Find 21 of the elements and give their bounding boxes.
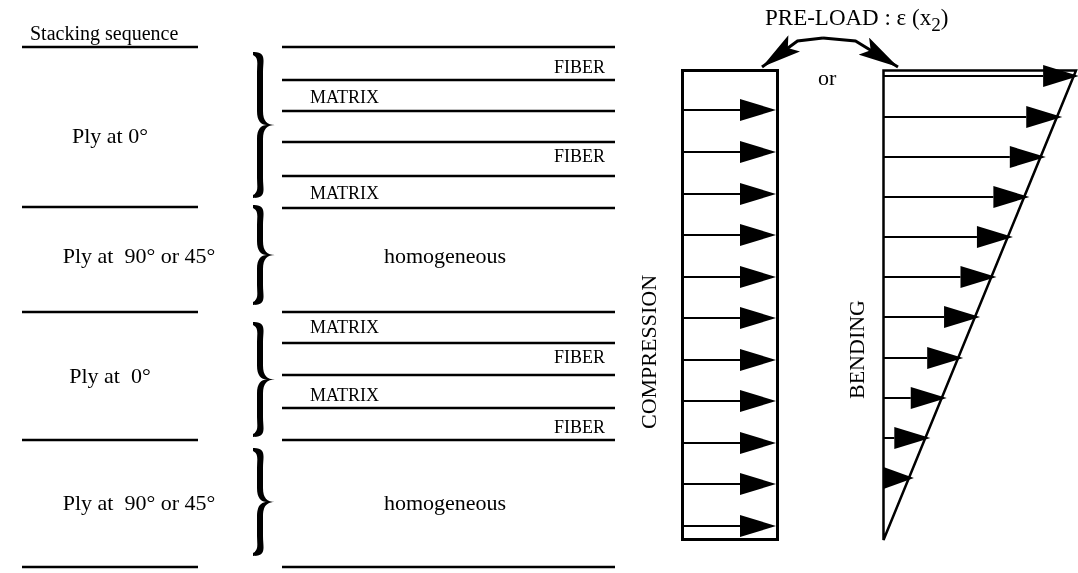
text-label: Ply at 0°: [69, 364, 151, 389]
text-label: FIBER: [554, 58, 605, 78]
text-label: Ply at 90° or 45°: [62, 491, 216, 516]
text-label: Stacking sequence: [30, 22, 179, 44]
text-label: homogeneous: [383, 244, 507, 269]
text-label: FIBER: [554, 348, 605, 368]
arrow: [822, 36, 899, 69]
vertical-label: COMPRESSION: [638, 274, 660, 429]
text-label: or: [818, 66, 837, 91]
vertical-label: BENDING: [846, 300, 868, 399]
text-label: FIBER: [554, 147, 605, 167]
text-label: homogeneous: [383, 491, 507, 516]
text-label: MATRIX: [310, 386, 379, 406]
heading-text: PRE-LOAD : ε (x$_{2}$): [765, 4, 949, 36]
text-label: MATRIX: [310, 318, 379, 338]
text-label: MATRIX: [310, 88, 379, 108]
text-label: FIBER: [554, 418, 605, 438]
text-label: MATRIX: [310, 184, 379, 204]
arrow: [761, 35, 824, 69]
text-label: Ply at 90° or 45°: [62, 244, 216, 269]
text-label: Ply at 0°: [72, 124, 148, 149]
